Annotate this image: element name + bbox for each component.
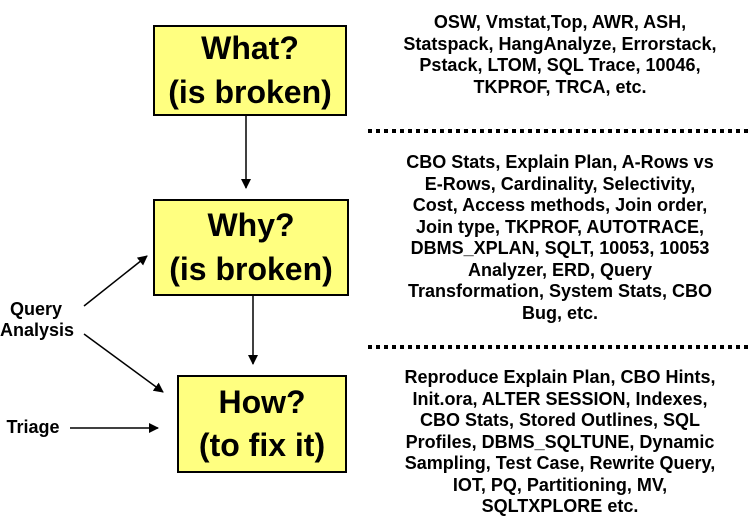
why-subtitle: (is broken) xyxy=(169,250,333,287)
why-title: Why? xyxy=(207,207,295,244)
why-tools-note: CBO Stats, Explain Plan, A-Rows vs E-Row… xyxy=(406,152,714,323)
what-tools-note: OSW, Vmstat,Top, AWR, ASH, Statspack, Ha… xyxy=(403,12,717,97)
query-analysis-label: Query Analysis xyxy=(0,299,75,340)
triage-label: Triage xyxy=(6,417,60,437)
how-title: How? xyxy=(218,383,306,420)
arrow-query-analysis-to-how xyxy=(83,333,164,393)
what-title: What? xyxy=(201,30,299,67)
what-subtitle: (is broken) xyxy=(168,73,332,110)
how-tools-note: Reproduce Explain Plan, CBO Hints, Init.… xyxy=(404,367,716,516)
how-box: How? (to fix it) xyxy=(177,375,347,473)
how-subtitle: (to fix it) xyxy=(198,427,326,463)
what-box: What? (is broken) xyxy=(153,25,347,116)
arrow-query-analysis-to-why xyxy=(83,255,148,307)
why-box: Why? (is broken) xyxy=(153,199,349,296)
